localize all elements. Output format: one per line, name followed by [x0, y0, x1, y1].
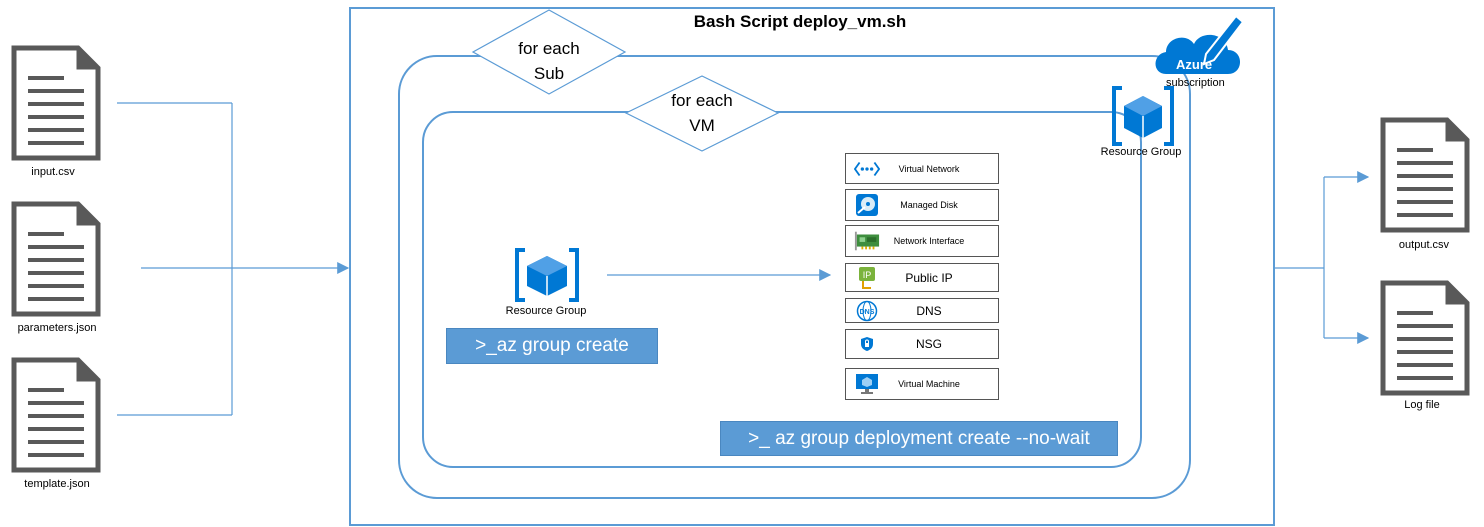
for-each-sub-diamond [471, 9, 627, 95]
resource-managed-disk: Managed Disk [845, 189, 999, 221]
svg-text:DNS: DNS [860, 309, 875, 316]
output-csv-document-icon [1380, 117, 1470, 233]
nsg-label: NSG [915, 337, 942, 351]
script-frame [349, 7, 1275, 526]
virtual-network-label: Virtual Network [898, 163, 960, 174]
for-each-vm-diamond [624, 75, 780, 152]
network-interface-label: Network Interface [893, 236, 965, 246]
output-csv-label: output.csv [1398, 239, 1450, 251]
resource-group-icon-main [515, 248, 579, 302]
network-interface-icon [854, 230, 880, 252]
dns-icon: DNS [854, 300, 880, 322]
dns-label: DNS [916, 303, 942, 318]
script-title: Bash Script deploy_vm.sh [693, 12, 907, 31]
for-each-sub-label: for each Sub [499, 36, 599, 86]
parameters-json-label: parameters.json [17, 322, 97, 334]
input-csv-document-icon [11, 45, 101, 161]
azure-badge: Azure [1176, 57, 1213, 72]
template-json-label: template.json [24, 478, 90, 490]
resource-virtual-machine: Virtual Machine [845, 368, 999, 400]
vm-loop-frame [422, 111, 1142, 468]
resource-group-label-top: Resource Group [1100, 146, 1182, 158]
for-each-sub-line1: for each [518, 39, 580, 58]
svg-text:IP: IP [863, 270, 872, 280]
parameters-json-document-icon [11, 201, 101, 317]
resource-nsg: NSG [845, 329, 999, 359]
virtual-machine-label: Virtual Machine [898, 379, 960, 389]
resource-dns: DNS DNS [845, 298, 999, 323]
for-each-vm-label: for each VM [652, 88, 752, 138]
resource-group-icon-top [1112, 86, 1174, 146]
public-ip-label: Public IP [905, 270, 953, 285]
az-group-create-command: >_az group create [446, 328, 658, 364]
for-each-vm-line1: for each [671, 91, 733, 110]
template-json-document-icon [11, 357, 101, 473]
resource-group-label-main: Resource Group [505, 305, 587, 317]
resource-network-interface: Network Interface [845, 225, 999, 257]
public-ip-icon: IP [854, 266, 880, 289]
subscription-label: subscription [1166, 77, 1225, 89]
virtual-network-icon [854, 158, 880, 180]
nsg-icon [854, 333, 880, 355]
log-file-document-icon [1380, 280, 1470, 396]
log-file-label: Log file [1404, 399, 1440, 411]
managed-disk-label: Managed Disk [900, 200, 958, 210]
output-connectors [1274, 171, 1370, 344]
resource-public-ip: IP Public IP [845, 263, 999, 292]
for-each-vm-line2: VM [689, 116, 715, 135]
input-csv-label: input.csv [31, 166, 75, 178]
input-connectors [117, 102, 350, 416]
resource-virtual-network: Virtual Network [845, 153, 999, 184]
virtual-machine-icon [854, 373, 880, 395]
for-each-sub-line2: Sub [533, 64, 565, 83]
az-group-deployment-create-command: >_ az group deployment create --no-wait [720, 421, 1118, 456]
subscription-loop-frame [398, 55, 1191, 499]
azure-subscription-icon [1155, 14, 1245, 74]
managed-disk-icon [854, 194, 880, 216]
